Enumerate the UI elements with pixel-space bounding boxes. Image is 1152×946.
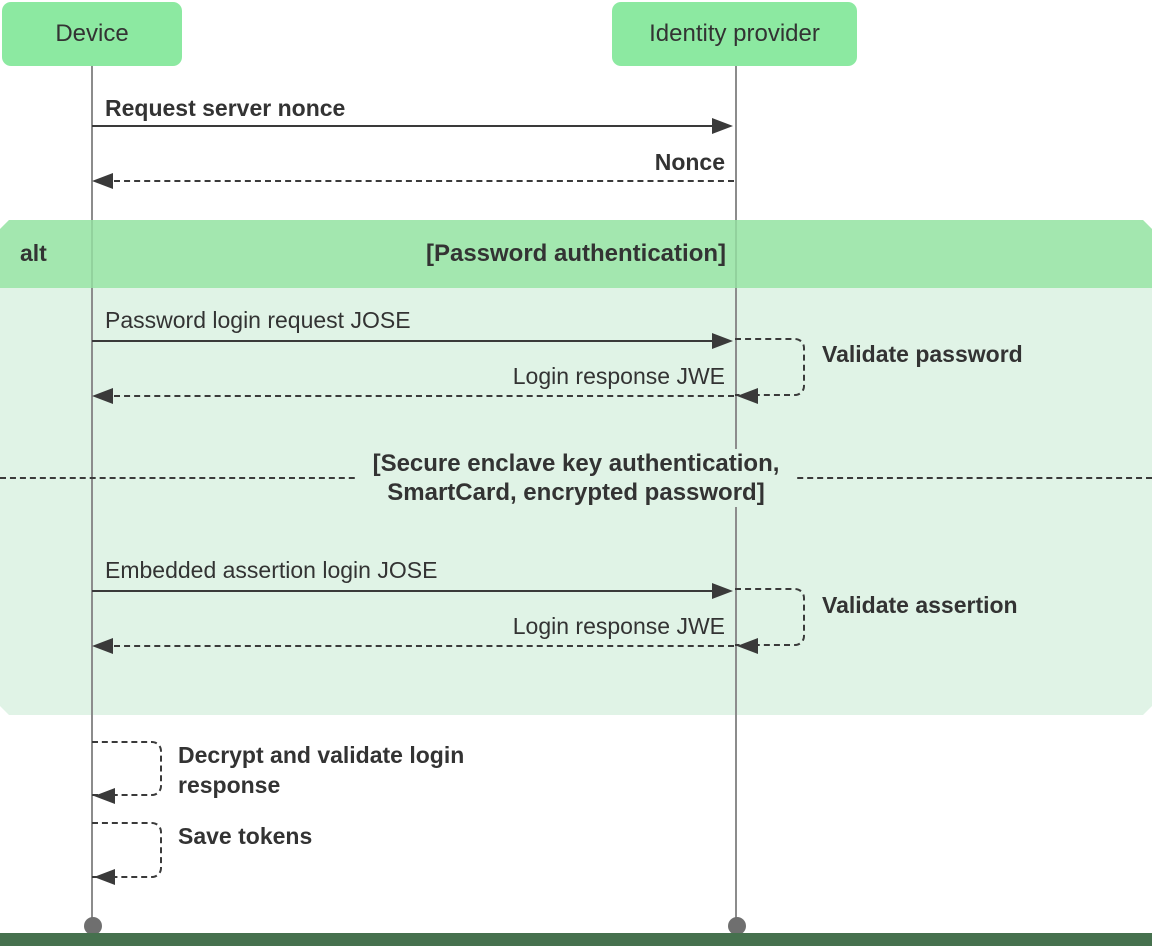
message-line-nonce: [114, 180, 734, 182]
actor-box-device: Device: [2, 2, 182, 66]
self-loop-validate-assertion: [735, 588, 805, 646]
arrowhead-left-icon: [92, 388, 113, 404]
message-label-embedded-assertion-login: Embedded assertion login JOSE: [105, 557, 438, 583]
message-label-login-response-jwe-1: Login response JWE: [512, 363, 725, 389]
lifeline-end-dot-identity-provider: [728, 917, 746, 935]
lifeline-device: [91, 66, 93, 926]
alt-section1-title: [Password authentication]: [425, 240, 727, 267]
arrowhead-left-icon: [94, 869, 115, 885]
message-label-login-response-jwe-2: Login response JWE: [512, 613, 725, 639]
arrowhead-right-icon: [712, 118, 733, 134]
self-loop-decrypt-validate: [92, 741, 162, 796]
arrowhead-left-icon: [737, 638, 758, 654]
arrowhead-left-icon: [92, 638, 113, 654]
arrowhead-right-icon: [712, 583, 733, 599]
alt-section2-title-line1: [Secure enclave key authentication,: [372, 450, 780, 477]
arrowhead-left-icon: [94, 788, 115, 804]
self-loop-validate-password: [735, 338, 805, 396]
message-line-request-server-nonce: [92, 125, 714, 127]
message-line-login-response-jwe-1: [114, 395, 734, 397]
alt-section2-title: [Secure enclave key authentication, Smar…: [354, 449, 798, 507]
actor-box-identity-provider: Identity provider: [612, 2, 857, 66]
arrowhead-right-icon: [712, 333, 733, 349]
alt-keyword-label: alt: [20, 240, 47, 266]
arrowhead-left-icon: [92, 173, 113, 189]
message-label-nonce: Nonce: [654, 149, 725, 175]
self-loop-save-tokens: [92, 822, 162, 878]
message-label-request-server-nonce: Request server nonce: [105, 95, 346, 121]
message-label-password-login-request: Password login request JOSE: [105, 307, 411, 333]
self-message-label-save-tokens: Save tokens: [178, 823, 313, 849]
actor-label-identity-provider: Identity provider: [649, 20, 820, 47]
self-message-label-decrypt-validate: Decrypt and validate login response: [178, 740, 464, 800]
arrowhead-left-icon: [737, 388, 758, 404]
lifeline-end-dot-device: [84, 917, 102, 935]
message-line-embedded-assertion-login: [92, 590, 714, 592]
alt-divider: [Secure enclave key authentication, Smar…: [0, 449, 1152, 507]
alt-block-header: [0, 220, 1152, 288]
self-message-label-decrypt-validate-line1: Decrypt and validate login: [178, 742, 465, 768]
actor-label-device: Device: [55, 20, 129, 47]
alt-section2-title-line2: SmartCard, encrypted password]: [387, 479, 765, 506]
self-message-label-decrypt-validate-line2: response: [178, 772, 281, 798]
self-message-label-validate-assertion: Validate assertion: [822, 592, 1018, 618]
message-line-login-response-jwe-2: [114, 645, 734, 647]
message-line-password-login-request: [92, 340, 714, 342]
self-message-label-validate-password: Validate password: [822, 341, 1023, 367]
bottom-background-band: [0, 933, 1152, 946]
